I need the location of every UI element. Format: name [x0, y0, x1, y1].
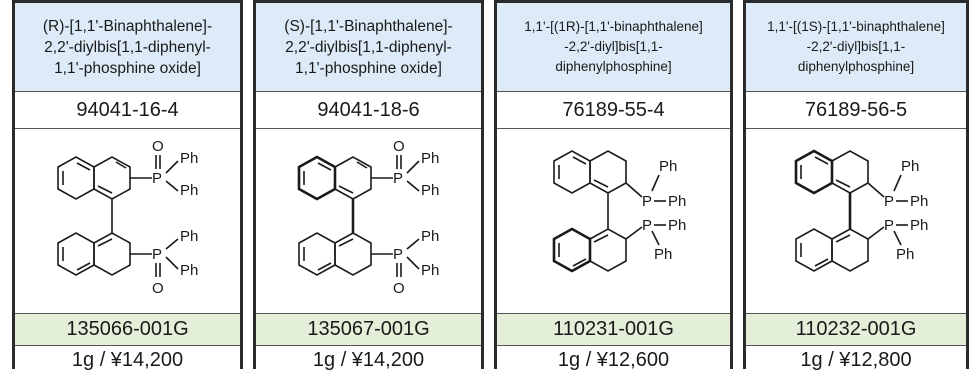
- product-name-line: 1,1'-[(1S)-[1,1'-binaphthalene]: [767, 19, 945, 34]
- product-name-line: -2,2'-diyl]bis[1,1-: [806, 39, 906, 54]
- product-name-line: 1,1'-phosphine oxide]: [295, 59, 442, 77]
- product-name-line: (R)-[1,1'-Binaphthalene]-: [42, 17, 213, 35]
- atom-label: Ph: [421, 182, 439, 199]
- atom-label: Ph: [654, 246, 672, 263]
- atom-label: P: [393, 246, 403, 263]
- atom-label: Ph: [421, 150, 439, 167]
- product-card: (S)-[1,1'-Binaphthalene]- 2,2'-diylbis[1…: [253, 0, 484, 371]
- structure-image: Ph P Ph P Ph Ph: [746, 129, 966, 314]
- product-name-line: (S)-[1,1'-Binaphthalene]-: [284, 17, 453, 35]
- atom-label: Ph: [180, 182, 198, 199]
- product-name: (R)-[1,1'-Binaphthalene]- 2,2'-diylbis[1…: [15, 3, 240, 92]
- binap-structure: Ph P Ph P Ph Ph: [794, 149, 928, 272]
- product-price: 1g / ¥12,800: [800, 349, 912, 371]
- product-name-line: 1,1'-phosphine oxide]: [54, 59, 201, 77]
- atom-label: Ph: [421, 262, 439, 279]
- structure-image: O P Ph Ph P Ph Ph O: [15, 129, 240, 314]
- product-price: 1g / ¥12,600: [557, 349, 670, 371]
- cas-number: 94041-16-4: [15, 92, 240, 129]
- binaphthyl-oxide-structure: O P Ph Ph P Ph Ph O: [56, 138, 198, 297]
- product-name-line: 2,2'-diylbis[1,1-diphenyl-: [44, 38, 211, 56]
- product-card: 1,1'-[(1S)-[1,1'-binaphthalene] -2,2'-di…: [743, 0, 969, 371]
- product-price: 1g / ¥14,200: [312, 349, 425, 371]
- atom-label: P: [884, 217, 894, 234]
- product-name: 1,1'-[(1R)-[1,1'-binaphthalene] -2,2'-di…: [497, 3, 730, 92]
- atom-label: Ph: [910, 193, 928, 210]
- binap-structure: Ph P Ph P Ph Ph: [552, 150, 686, 273]
- product-name-line: diphenylphosphine]: [797, 59, 915, 74]
- structure-image: Ph P Ph P Ph Ph: [497, 129, 730, 314]
- atom-label: O: [152, 138, 164, 155]
- atom-label: Ph: [421, 228, 439, 245]
- atom-label: Ph: [901, 158, 919, 175]
- atom-label: P: [152, 246, 162, 263]
- product-code: 110232-001G: [746, 314, 966, 346]
- product-name: (S)-[1,1'-Binaphthalene]- 2,2'-diylbis[1…: [256, 3, 481, 92]
- product-name: 1,1'-[(1S)-[1,1'-binaphthalene] -2,2'-di…: [746, 3, 966, 92]
- atom-label: Ph: [659, 158, 677, 175]
- atom-label: Ph: [180, 262, 198, 279]
- atom-label: O: [393, 280, 405, 297]
- product-name-line: -2,2'-diyl]bis[1,1-: [564, 39, 663, 54]
- atom-label: O: [152, 280, 164, 297]
- atom-label: Ph: [668, 217, 686, 234]
- atom-label: P: [884, 193, 894, 210]
- binaphthyl-oxide-structure: O P Ph Ph P Ph Ph O: [297, 138, 439, 297]
- cas-number: 94041-18-6: [256, 92, 481, 129]
- product-price: 1g / ¥14,200: [71, 349, 184, 371]
- product-name-line: 1,1'-[(1R)-[1,1'-binaphthalene]: [524, 19, 703, 34]
- atom-label: Ph: [910, 217, 928, 234]
- cas-number: 76189-55-4: [497, 92, 730, 129]
- atom-label: Ph: [180, 228, 198, 245]
- product-code: 135066-001G: [15, 314, 240, 346]
- atom-label: P: [393, 170, 403, 187]
- product-card: (R)-[1,1'-Binaphthalene]- 2,2'-diylbis[1…: [12, 0, 243, 371]
- atom-label: P: [642, 193, 652, 210]
- product-card: 1,1'-[(1R)-[1,1'-binaphthalene] -2,2'-di…: [494, 0, 733, 371]
- cas-number: 76189-56-5: [746, 92, 966, 129]
- atom-label: P: [152, 170, 162, 187]
- atom-label: Ph: [668, 193, 686, 210]
- product-name-line: diphenylphosphine]: [555, 59, 672, 74]
- structure-image: O P Ph Ph P Ph Ph O: [256, 129, 481, 314]
- product-code: 135067-001G: [256, 314, 481, 346]
- product-name-line: 2,2'-diylbis[1,1-diphenyl-: [285, 38, 452, 56]
- atom-label: O: [393, 138, 405, 155]
- product-code: 110231-001G: [497, 314, 730, 346]
- atom-label: Ph: [896, 246, 914, 263]
- atom-label: P: [642, 217, 652, 234]
- atom-label: Ph: [180, 150, 198, 167]
